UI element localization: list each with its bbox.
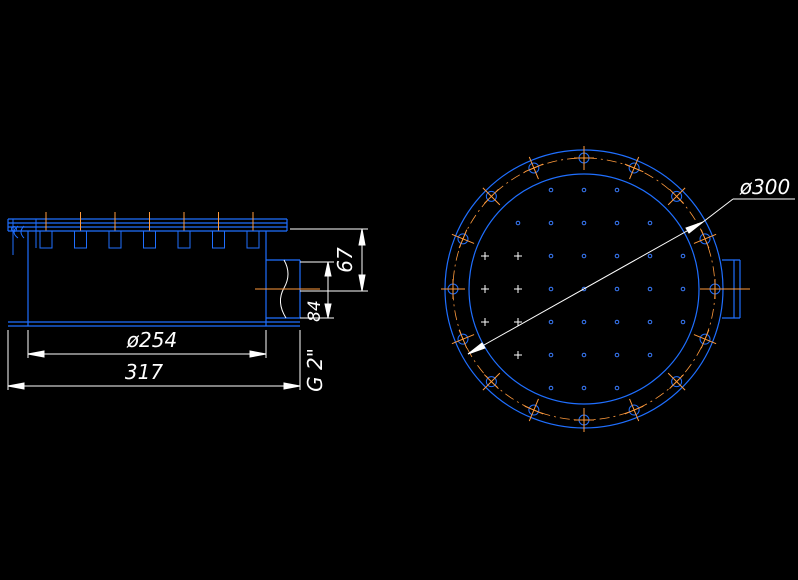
side-nozzle bbox=[246, 212, 260, 249]
perforation-marker bbox=[481, 252, 489, 260]
perforation-hole bbox=[614, 319, 620, 325]
perforation-hole bbox=[548, 253, 554, 259]
side-nozzle bbox=[39, 212, 53, 249]
perforation-marker bbox=[514, 285, 522, 293]
top-view: ø300 bbox=[441, 146, 795, 432]
bolt-holes bbox=[441, 146, 727, 432]
bolt-hole bbox=[667, 187, 686, 206]
perforation-hole bbox=[614, 187, 620, 193]
dim-outer-diameter-label: ø300 bbox=[739, 175, 790, 199]
perforation-hole bbox=[548, 187, 554, 193]
perforation-hole bbox=[614, 286, 620, 292]
perforation-marker bbox=[514, 252, 522, 260]
dim-outer-diameter bbox=[467, 198, 795, 355]
perforation-hole bbox=[515, 220, 521, 226]
bolt-hole bbox=[441, 279, 465, 299]
perforation-hole bbox=[581, 319, 587, 325]
perforation-hole bbox=[647, 220, 653, 226]
side-outlet bbox=[266, 259, 301, 319]
dim-inner-diameter bbox=[27, 330, 267, 358]
dim-outlet-height bbox=[300, 261, 334, 319]
bolt-hole bbox=[693, 329, 717, 349]
bolt-hole bbox=[574, 146, 594, 170]
bolt-hole bbox=[482, 372, 501, 391]
bolt-hole bbox=[451, 329, 475, 349]
side-nozzle bbox=[177, 212, 191, 249]
side-left-fitting bbox=[11, 219, 37, 255]
perforation-marker bbox=[514, 351, 522, 359]
dim-overall-length-label: 317 bbox=[125, 360, 163, 384]
bolt-hole bbox=[703, 279, 727, 299]
dim-height-label: 67 bbox=[333, 247, 357, 273]
perforation-hole bbox=[548, 385, 554, 391]
bolt-hole bbox=[624, 156, 644, 180]
bolt-hole bbox=[524, 156, 544, 180]
perforation-marker bbox=[481, 318, 489, 326]
perforation-hole bbox=[581, 220, 587, 226]
side-nozzle bbox=[108, 212, 122, 249]
bolt-hole bbox=[667, 372, 686, 391]
perforation-hole bbox=[548, 286, 554, 292]
perforation-hole bbox=[581, 253, 587, 259]
dim-overall-length bbox=[7, 330, 301, 390]
bolt-hole bbox=[693, 229, 717, 249]
perforation-hole bbox=[647, 319, 653, 325]
bolt-hole bbox=[574, 408, 594, 432]
side-nozzle bbox=[74, 212, 87, 249]
perforation-hole bbox=[581, 286, 587, 292]
perforation-hole bbox=[647, 352, 653, 358]
perforation-hole bbox=[647, 286, 653, 292]
perforation-hole bbox=[614, 352, 620, 358]
perforation-hole bbox=[680, 253, 686, 259]
perforation-grid bbox=[481, 187, 686, 391]
side-top-plate bbox=[7, 218, 288, 232]
perforation-marker bbox=[481, 285, 489, 293]
perforation-hole bbox=[647, 253, 653, 259]
dim-height bbox=[290, 228, 368, 292]
perforation-hole bbox=[680, 319, 686, 325]
side-body bbox=[8, 231, 300, 327]
perforation-hole bbox=[548, 220, 554, 226]
bolt-hole bbox=[482, 187, 501, 206]
side-view: ø254 317 67 84 G 2" bbox=[7, 212, 368, 392]
perforation-hole bbox=[581, 352, 587, 358]
perforation-hole bbox=[614, 385, 620, 391]
side-nozzle bbox=[212, 212, 225, 249]
perforation-hole bbox=[548, 319, 554, 325]
side-nozzles bbox=[39, 212, 260, 249]
perforation-hole bbox=[581, 187, 587, 193]
bolt-hole bbox=[624, 398, 644, 422]
inner-rim bbox=[468, 173, 700, 405]
bolt-hole bbox=[524, 398, 544, 422]
perforation-hole bbox=[614, 253, 620, 259]
perforation-hole bbox=[680, 286, 686, 292]
thread-label: G 2" bbox=[303, 348, 327, 392]
perforation-hole bbox=[614, 220, 620, 226]
perforation-hole bbox=[581, 385, 587, 391]
dim-inner-diameter-label: ø254 bbox=[126, 328, 177, 352]
dim-outlet-height-label: 84 bbox=[305, 300, 325, 322]
side-nozzle bbox=[143, 212, 156, 249]
perforation-hole bbox=[548, 352, 554, 358]
bolt-hole bbox=[451, 229, 475, 249]
perforation-marker bbox=[514, 318, 522, 326]
